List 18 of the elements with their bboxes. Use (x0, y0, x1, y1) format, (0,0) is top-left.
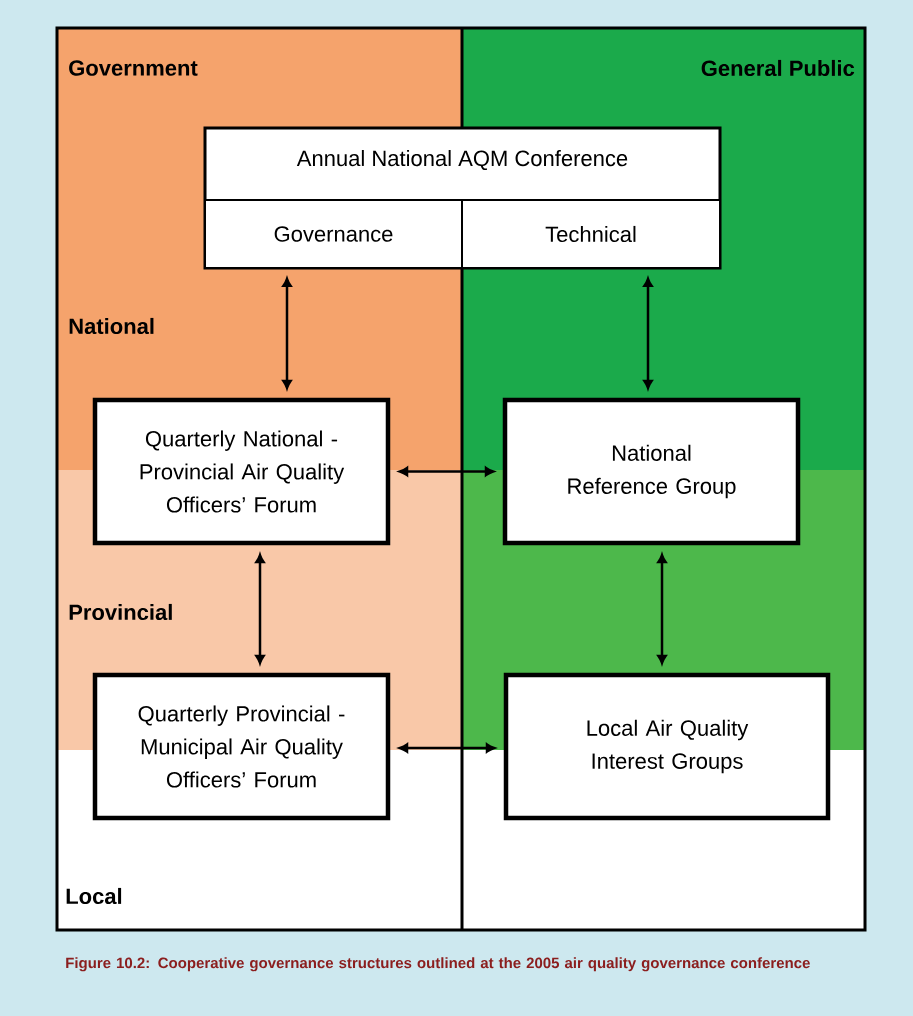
region-label: Local (66, 887, 122, 905)
forum-box: National Reference Group (502, 397, 801, 546)
forum-box: Local Air Quality Interest Groups (503, 672, 831, 821)
region-label: Provincial (69, 603, 172, 621)
double-arrow (255, 553, 265, 665)
forum-box: Quarterly Provincial - Municipal Air Quality Officers’ Forum (92, 672, 391, 821)
double-arrow (657, 553, 667, 665)
forum-box: Quarterly National - Provincial Air Quality Officers’ Forum (92, 397, 391, 546)
region-label: Government (69, 60, 198, 76)
section-box: Governance (204, 199, 463, 269)
figure-caption: Figure 10.2: Cooperative governance structures outlined at the 2005 air quality governance conference (66, 957, 810, 972)
double-arrow (282, 277, 292, 390)
double-arrow (398, 466, 495, 477)
region-label: General Public (701, 59, 855, 77)
section-box: Technical (461, 199, 721, 269)
double-arrow (643, 277, 653, 390)
region-label: National (69, 317, 154, 335)
double-arrow (398, 743, 496, 753)
